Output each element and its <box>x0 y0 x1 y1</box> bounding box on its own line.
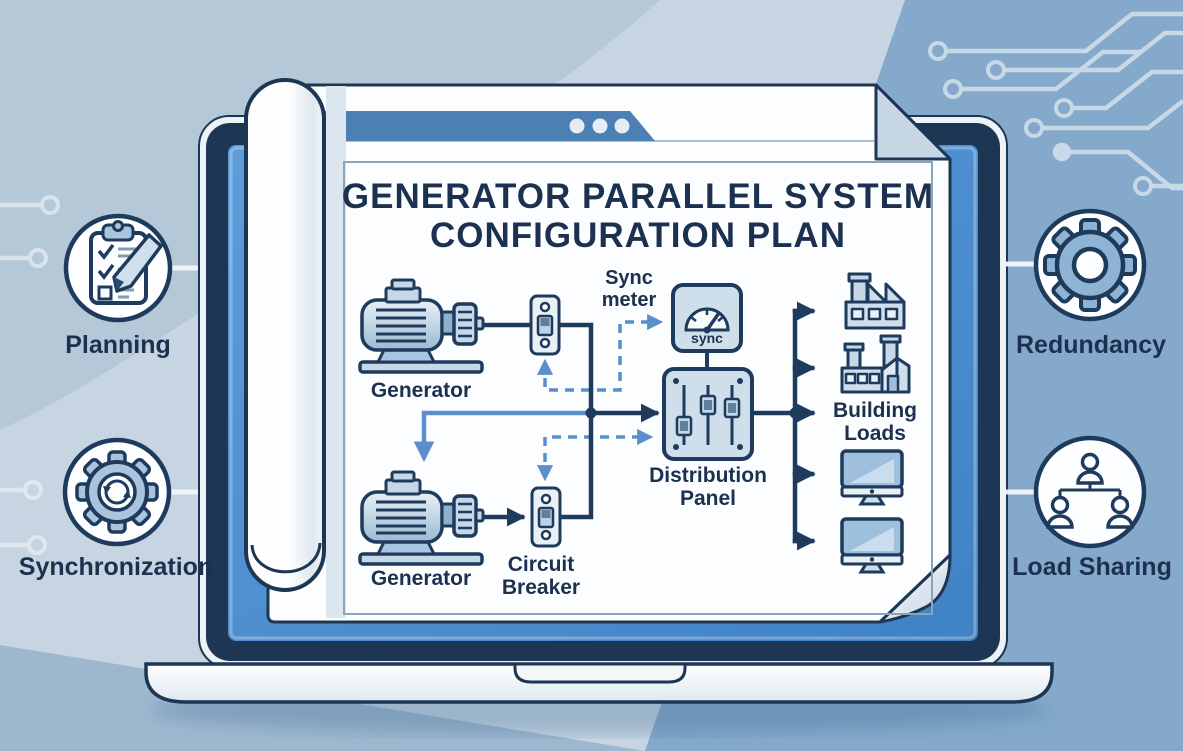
sync-signal-line-bottom <box>536 428 654 482</box>
sync-signal-line-top <box>536 313 664 392</box>
scroll-roll <box>244 78 326 592</box>
circuit-breaker-top-icon <box>529 294 561 356</box>
factory1-icon <box>844 272 906 330</box>
laptop-base-notch <box>513 662 687 684</box>
sync-feedback-line <box>413 410 591 463</box>
circuit-traces-icon <box>0 11 1183 555</box>
feature-planning-icon <box>63 213 173 323</box>
feature-load-sharing-icon <box>1033 435 1147 549</box>
load-junction-dot <box>789 407 801 419</box>
sync-meter-icon <box>671 283 743 353</box>
monitor2-icon <box>840 517 904 574</box>
circuit-breaker-bottom-icon <box>530 486 562 548</box>
scroll-roll-curl <box>250 542 322 574</box>
diagram-wiring <box>413 301 816 551</box>
factory2-icon <box>840 334 911 394</box>
feature-redundancy-icon <box>1033 208 1147 322</box>
plan-border <box>343 161 933 615</box>
monitor1-icon <box>840 449 904 506</box>
window-dots-icon <box>569 118 630 134</box>
feature-synchronization-icon <box>62 437 172 547</box>
distribution-panel-icon <box>662 367 754 461</box>
bus-junction-dot <box>585 407 597 419</box>
paper-corner-fold-icon <box>874 83 952 161</box>
paper-toolbar <box>325 111 655 141</box>
breaker-bus-line <box>559 322 594 520</box>
icon-connector-lines <box>171 261 1035 495</box>
scroll-shade <box>326 86 346 618</box>
